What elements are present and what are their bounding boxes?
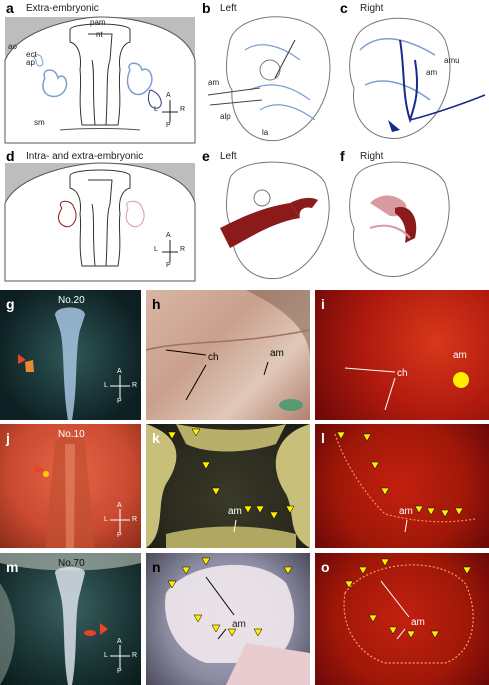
axis-g-R: R: [132, 382, 138, 389]
axis-j-P: P: [117, 532, 122, 539]
panel-f-schematic: [349, 161, 450, 277]
panel-h-image: [146, 290, 310, 411]
panel-f-label: f: [340, 148, 345, 164]
panel-g-number: No.20: [58, 295, 85, 306]
panel-h: h ch am: [146, 290, 310, 420]
panel-b-label: b: [202, 0, 211, 16]
ann-b-la: la: [262, 128, 269, 137]
panel-k-image: [146, 424, 310, 548]
panel-a: a Extra-embryonic ao ect ap pam nt sm A …: [0, 0, 200, 148]
panel-d-title: Intra- and extra-embryonic: [26, 151, 144, 162]
panel-g: g No.20 A L R P: [0, 290, 141, 420]
ann-i-ch: ch: [397, 368, 408, 379]
ann-b-alp: alp: [220, 112, 231, 121]
ann-ect: ect: [26, 50, 37, 59]
axis-g-P: P: [117, 398, 122, 405]
ann-nt: nt: [96, 30, 103, 39]
panel-e-label: e: [202, 148, 210, 164]
panel-k-label: k: [152, 430, 160, 446]
axis-a-R: R: [180, 106, 186, 113]
panel-l: l am: [315, 424, 489, 548]
axis-a-P: P: [166, 122, 171, 129]
panel-a-title: Extra-embryonic: [26, 3, 99, 14]
panel-j-image: [34, 436, 130, 548]
ann-i-am: am: [453, 350, 467, 361]
panel-n-label: n: [152, 559, 161, 575]
panel-n: n am: [146, 553, 310, 685]
panel-e-title: Left: [220, 151, 237, 162]
ann-k-am: am: [228, 506, 242, 517]
panel-h-label: h: [152, 296, 161, 312]
panel-m-number: No.70: [58, 558, 85, 569]
axis-m-R: R: [132, 652, 138, 659]
panel-c: c Right opv oct pa2 lb am amu: [340, 0, 489, 148]
panel-b-schematic: [207, 16, 331, 142]
panel-g-label: g: [6, 296, 15, 312]
axis-a-L: L: [154, 106, 158, 113]
panel-i-image: [344, 367, 469, 411]
axis-g-L: L: [104, 382, 108, 389]
panel-a-schematic: [4, 16, 196, 144]
axis-m-P: P: [117, 668, 122, 675]
panel-j-number: No.10: [58, 429, 85, 440]
panel-g-image: [18, 307, 130, 420]
panel-i: i ch am: [315, 290, 489, 420]
axis-j-L: L: [104, 516, 108, 523]
panel-e: e Left: [200, 148, 340, 286]
panel-l-label: l: [321, 430, 325, 446]
ann-pam: pam: [90, 18, 106, 27]
panel-m-label: m: [6, 559, 19, 575]
panel-d: d Intra- and extra-embryonic A L R P: [0, 148, 200, 286]
panel-b: b Left am alp la: [200, 0, 340, 148]
panel-i-label: i: [321, 296, 325, 312]
axis-j-A: A: [117, 502, 122, 509]
ann-ao: ao: [8, 42, 17, 51]
ann-h-ch: ch: [208, 352, 219, 363]
ann-l-am: am: [399, 506, 413, 517]
panel-b-title: Left: [220, 3, 237, 14]
axis-d-L: L: [154, 246, 158, 253]
axis-d-P: P: [166, 262, 171, 269]
ann-ap: ap: [26, 58, 35, 67]
ann-sm: sm: [34, 118, 45, 127]
panel-d-schematic: [4, 162, 196, 282]
panel-o-label: o: [321, 559, 330, 575]
ann-b-am: am: [208, 78, 220, 87]
panel-m-image: [0, 553, 141, 685]
panel-c-label: c: [340, 0, 348, 16]
panel-a-label: a: [6, 0, 14, 16]
axis-m-A: A: [117, 638, 122, 645]
ann-c-am: am: [426, 68, 438, 77]
ann-h-am: am: [270, 348, 284, 359]
panel-n-image: [165, 557, 310, 685]
panel-f: f Right: [340, 148, 489, 286]
ann-n-am: am: [232, 619, 246, 630]
axis-j-R: R: [132, 516, 138, 523]
panel-l-image: [334, 431, 476, 533]
axis-d-A: A: [166, 232, 171, 239]
panel-f-title: Right: [360, 151, 384, 162]
panel-j: j No.10 A L R P: [0, 424, 141, 548]
panel-o: o am: [315, 553, 489, 685]
axis-d-R: R: [180, 246, 186, 253]
panel-k: k am: [146, 424, 310, 548]
panel-o-image: [343, 558, 474, 664]
panel-j-label: j: [6, 430, 10, 446]
panel-e-schematic: [220, 161, 330, 280]
panel-d-label: d: [6, 148, 15, 164]
ann-c-amu: amu: [444, 56, 460, 65]
ann-o-am: am: [411, 617, 425, 628]
panel-m: m No.70 A L R P: [0, 553, 141, 685]
panel-c-schematic: [349, 17, 486, 139]
axis-g-A: A: [117, 368, 122, 375]
axis-m-L: L: [104, 652, 108, 659]
axis-a-A: A: [166, 92, 171, 99]
panel-c-title: Right: [360, 3, 384, 14]
